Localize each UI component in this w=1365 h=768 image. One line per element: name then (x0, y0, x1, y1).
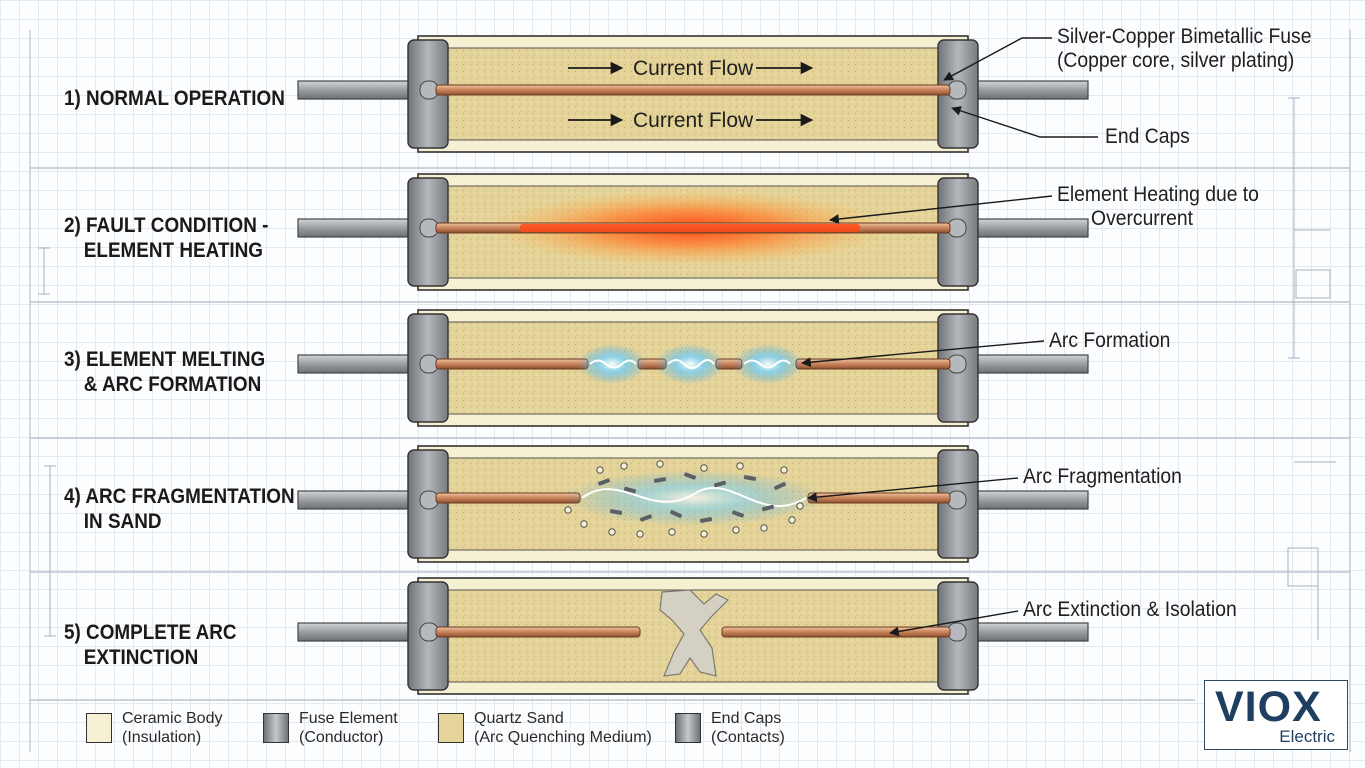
terminal-stub-left (419, 622, 439, 642)
legend-swatch-ceramic (86, 713, 112, 743)
terminal-stub-left (419, 218, 439, 238)
terminal-stub-left (419, 490, 439, 510)
fuse-element-5-left (435, 626, 641, 638)
current-flow-label-bottom: Current Flow (633, 109, 754, 132)
sand-particle (580, 520, 588, 528)
arc-sparks (589, 359, 791, 369)
terminal-stub-right (947, 490, 967, 510)
stage-5-label: 5) COMPLETE ARC EXTINCTION (64, 621, 237, 669)
fuse-element-3-right (795, 358, 951, 370)
stage-separators (30, 167, 1350, 701)
sand-particle (700, 530, 708, 538)
sand-particle (760, 524, 768, 532)
current-flow-label-top: Current Flow (633, 57, 754, 80)
legend-swatch-quartz-sand (438, 713, 464, 743)
fuse-fragment-dash (731, 510, 745, 518)
terminal-stub-right (947, 622, 967, 642)
callout-end-caps: End Caps (1105, 125, 1190, 148)
terminal-stub-left (419, 354, 439, 374)
sand-particle (736, 462, 744, 470)
fuse-element-4-right (807, 492, 951, 504)
callout-arc-fragmentation: Arc Fragmentation (1023, 465, 1182, 488)
callout-leaders (801, 37, 1098, 637)
viox-logo: VIOX Electric (1204, 680, 1348, 750)
fragment-arc-glow (564, 470, 824, 526)
sand-particle (596, 466, 604, 474)
fuse-fragment-dash (623, 486, 637, 494)
fragment-arc (581, 487, 807, 507)
terminal-stub-right (947, 354, 967, 374)
fuse-fragment-dash (713, 480, 727, 488)
fuse-fragment-dash (597, 478, 611, 486)
arc-glow-2 (656, 344, 724, 384)
stage-2-label: 2) FAULT CONDITION - ELEMENT HEATING (64, 214, 269, 262)
sand-particle (668, 528, 676, 536)
fulgurite-channel (659, 589, 730, 677)
frame-border (29, 30, 1351, 752)
callout-arc-extinction: Arc Extinction & Isolation (1023, 598, 1237, 621)
callout-arc-formation: Arc Formation (1049, 329, 1171, 352)
fuse-fragment-dash (670, 509, 682, 519)
sand-particle (564, 506, 572, 514)
fuse-fragment-dash (609, 509, 623, 515)
stage-1-label: 1) NORMAL OPERATION (64, 87, 285, 110)
fuse-4 (297, 445, 1089, 563)
sand-particle (788, 516, 796, 524)
current-flow-arrows: Current Flow Current Flow (568, 57, 814, 132)
fuse-fragment-dash (639, 514, 653, 522)
sand-particle (656, 460, 664, 468)
heated-section (520, 224, 860, 232)
terminal-stub-right (947, 80, 967, 100)
fuse-fragment-dash (699, 517, 713, 523)
sand-particle (700, 464, 708, 472)
fuse-fragment-dash (774, 481, 786, 491)
fuse-element-3-left (435, 358, 589, 370)
sand-particle (796, 502, 804, 510)
stage-effects (435, 84, 951, 677)
callout-element-heating: Element Heating due to Overcurrent (1057, 183, 1259, 230)
fuse-element-1 (435, 84, 951, 96)
callout-fuse-element: Silver-Copper Bimetallic Fuse (Copper co… (1057, 25, 1312, 72)
terminal-stub-right (947, 218, 967, 238)
sand-particle (780, 466, 788, 474)
sand-particle (620, 462, 628, 470)
fuse-fragment-dash (761, 504, 775, 512)
stage-4-label: 4) ARC FRAGMENTATION IN SAND (64, 485, 295, 533)
fuse-fragment-dash (683, 472, 697, 480)
arc-glow-3 (734, 344, 802, 384)
legend-swatch-fuse-element (263, 713, 289, 743)
fuse-element-4-left (435, 492, 581, 504)
legend-swatch-end-caps (675, 713, 701, 743)
arc-glow-1 (578, 344, 646, 384)
sand-particle (732, 526, 740, 534)
sand-particle (608, 528, 616, 536)
dimension-marks (38, 97, 1336, 640)
fuse-fragment-dash (653, 477, 667, 483)
sand-particle (636, 530, 644, 538)
stage-3-label: 3) ELEMENT MELTING & ARC FORMATION (64, 348, 266, 396)
terminal-stub-left (419, 80, 439, 100)
fuse-fragment-dash (743, 475, 757, 481)
